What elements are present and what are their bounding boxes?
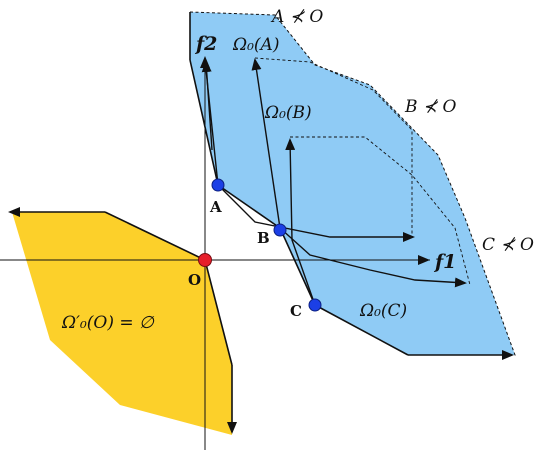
label-omega-O: Ω′₀(O) = ∅ xyxy=(61,313,155,333)
f1-axis-label: f1 xyxy=(433,251,456,273)
label-A-not-dominated: A ⊀ O xyxy=(270,7,323,27)
label-point-C: C xyxy=(290,302,302,320)
label-omega-B: Ω₀(B) xyxy=(264,103,312,123)
omega-A-cone xyxy=(251,58,281,229)
cone-A-left-arrow xyxy=(201,60,213,151)
blue-region xyxy=(190,12,515,355)
label-omega-C: Ω₀(C) xyxy=(359,301,407,321)
label-point-A: A xyxy=(209,198,222,216)
label-omega-A: Ω₀(A) xyxy=(232,35,279,55)
label-point-B: B xyxy=(257,229,270,247)
omega-A-dotted-top xyxy=(254,57,413,237)
yellow-region xyxy=(12,212,232,435)
cone-B-bottom xyxy=(279,227,467,288)
cone-B-left xyxy=(285,138,316,306)
label-C-not-dominated: C ⊀ O xyxy=(482,235,534,255)
f2-axis-label: f2 xyxy=(194,33,217,55)
label-B-not-dominated: B ⊀ O xyxy=(404,97,457,117)
blue-region-boundary-dotted xyxy=(189,11,516,356)
point-C xyxy=(308,298,322,312)
omega-B-dotted-top xyxy=(290,136,471,286)
point-A xyxy=(211,178,225,192)
cone-A-bottom xyxy=(217,184,415,242)
label-point-O: O xyxy=(188,271,201,289)
point-O xyxy=(198,253,212,267)
point-B xyxy=(273,223,287,237)
